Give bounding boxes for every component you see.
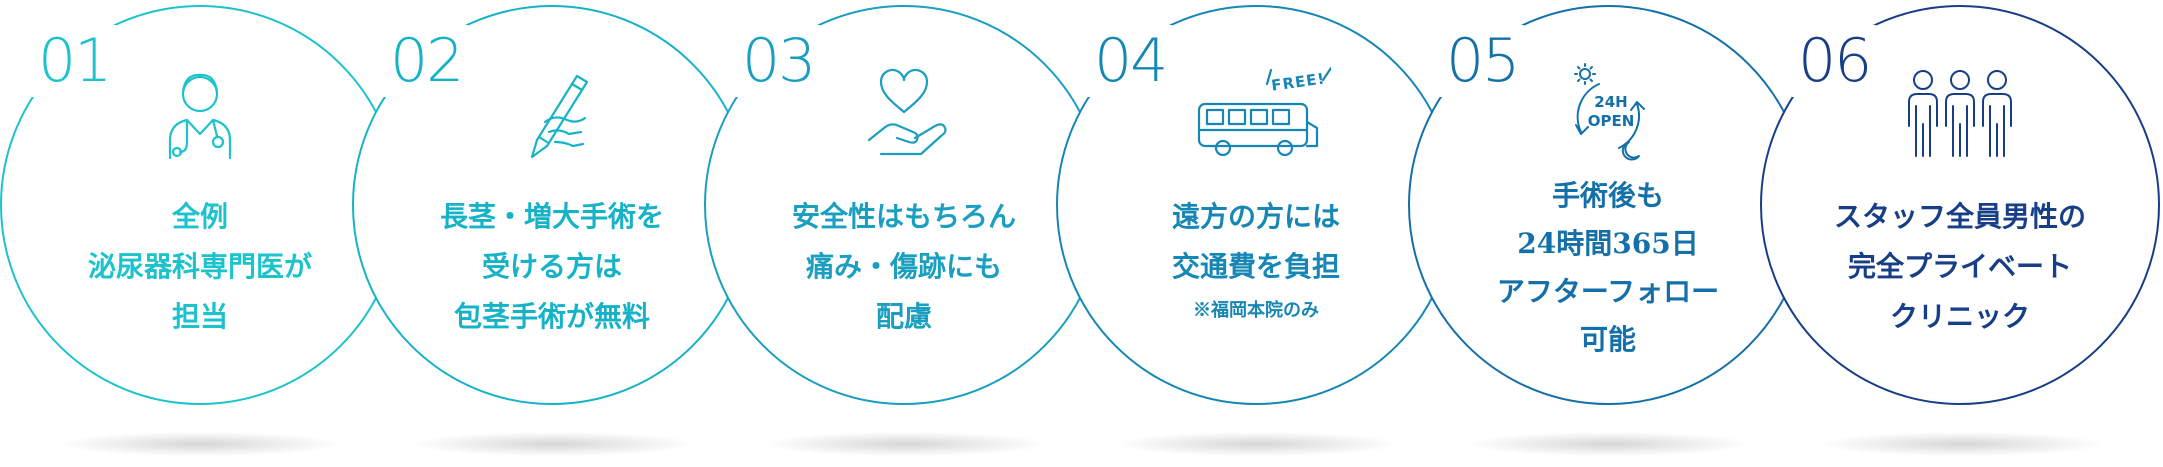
feature-note: ※福岡本院のみ — [1193, 300, 1319, 321]
doctor-icon — [125, 62, 275, 162]
feature-text-line: 受ける方は — [481, 250, 622, 283]
feature-text: 長茎・増大手術を 受ける方は 包茎手術が無料 — [384, 192, 720, 342]
feature-text-line: 泌尿器科専門医が — [87, 250, 312, 283]
feature-circle-03: 03 安全性はもちろん 痛み・傷跡にも 配慮 — [704, 5, 1104, 405]
feature-circle-06: 06 スタッフ全員男性の 完全プライベート クリニック — [1760, 5, 2160, 405]
free-bus-icon: FREE! — [1181, 62, 1331, 162]
24h-label: 24H — [1594, 93, 1627, 111]
feature-text-line: 担当 — [171, 300, 228, 333]
feature-text-line: 可能 — [1579, 323, 1636, 356]
feature-number: 03 — [736, 25, 821, 97]
feature-text: 全例 泌尿器科専門医が 担当 — [32, 192, 368, 342]
feature-text-line: 交通費を負担 — [1171, 250, 1340, 283]
feature-number: 06 — [1792, 25, 1877, 97]
feature-circle-01: 01 全例 泌尿器科専門医が 担当 — [0, 5, 400, 405]
feature-number: 05 — [1440, 25, 1525, 97]
feature-circle-05: 05 24H OPEN 手術後も 24時間365日 アフターフォロー 可能 — [1408, 5, 1808, 405]
circle-shadow — [1117, 432, 1397, 456]
feature-text-line: 全例 — [171, 200, 228, 233]
circle-shadow — [60, 432, 340, 456]
feature-text-line: 痛み・傷跡にも — [805, 250, 1002, 283]
three-men-icon — [1885, 62, 2035, 162]
feature-text-line: 安全性はもちろん — [791, 200, 1016, 233]
circle-shadow — [1469, 432, 1749, 456]
feature-circle-04: 04 FREE! 遠方の方には 交通費を負担 ※福岡本院のみ — [1056, 5, 1456, 405]
feature-number: 01 — [32, 25, 117, 97]
feature-text: 遠方の方には 交通費を負担 ※福岡本院のみ — [1088, 192, 1424, 330]
feature-text: 安全性はもちろん 痛み・傷跡にも 配慮 — [736, 192, 1072, 342]
feature-number: 04 — [1088, 25, 1173, 97]
feature-text-line: 配慮 — [875, 300, 932, 333]
feature-text: 手術後も 24時間365日 アフターフォロー 可能 — [1440, 172, 1776, 364]
feature-text-line: 完全プライベート — [1847, 250, 2072, 283]
free-badge: FREE! — [1270, 69, 1326, 94]
feature-text: スタッフ全員男性の 完全プライベート クリニック — [1792, 192, 2128, 342]
feature-text-line: 包茎手術が無料 — [453, 300, 650, 333]
feature-text-line: 24時間365日 — [1517, 227, 1699, 260]
feature-text-line: 手術後も — [1551, 179, 1664, 212]
circle-shadow — [765, 432, 1045, 456]
feature-text-line: アフターフォロー — [1496, 275, 1720, 308]
feature-text-line: クリニック — [1889, 300, 2030, 333]
feature-text-line: 遠方の方には — [1171, 200, 1340, 233]
feature-circle-02: 02 長茎・増大手術を 受ける方は 包茎手術が無料 — [352, 5, 752, 405]
heart-hand-icon — [829, 62, 979, 162]
feature-text-line: スタッフ全員男性の — [1833, 200, 2086, 233]
open-24h-icon: 24H OPEN — [1533, 62, 1683, 162]
pen-hand-icon — [477, 62, 627, 162]
open-label: OPEN — [1588, 112, 1635, 130]
feature-number: 02 — [384, 25, 469, 97]
feature-text-line: 長茎・増大手術を — [439, 200, 664, 233]
circle-shadow — [1822, 432, 2102, 456]
circle-shadow — [413, 432, 693, 456]
